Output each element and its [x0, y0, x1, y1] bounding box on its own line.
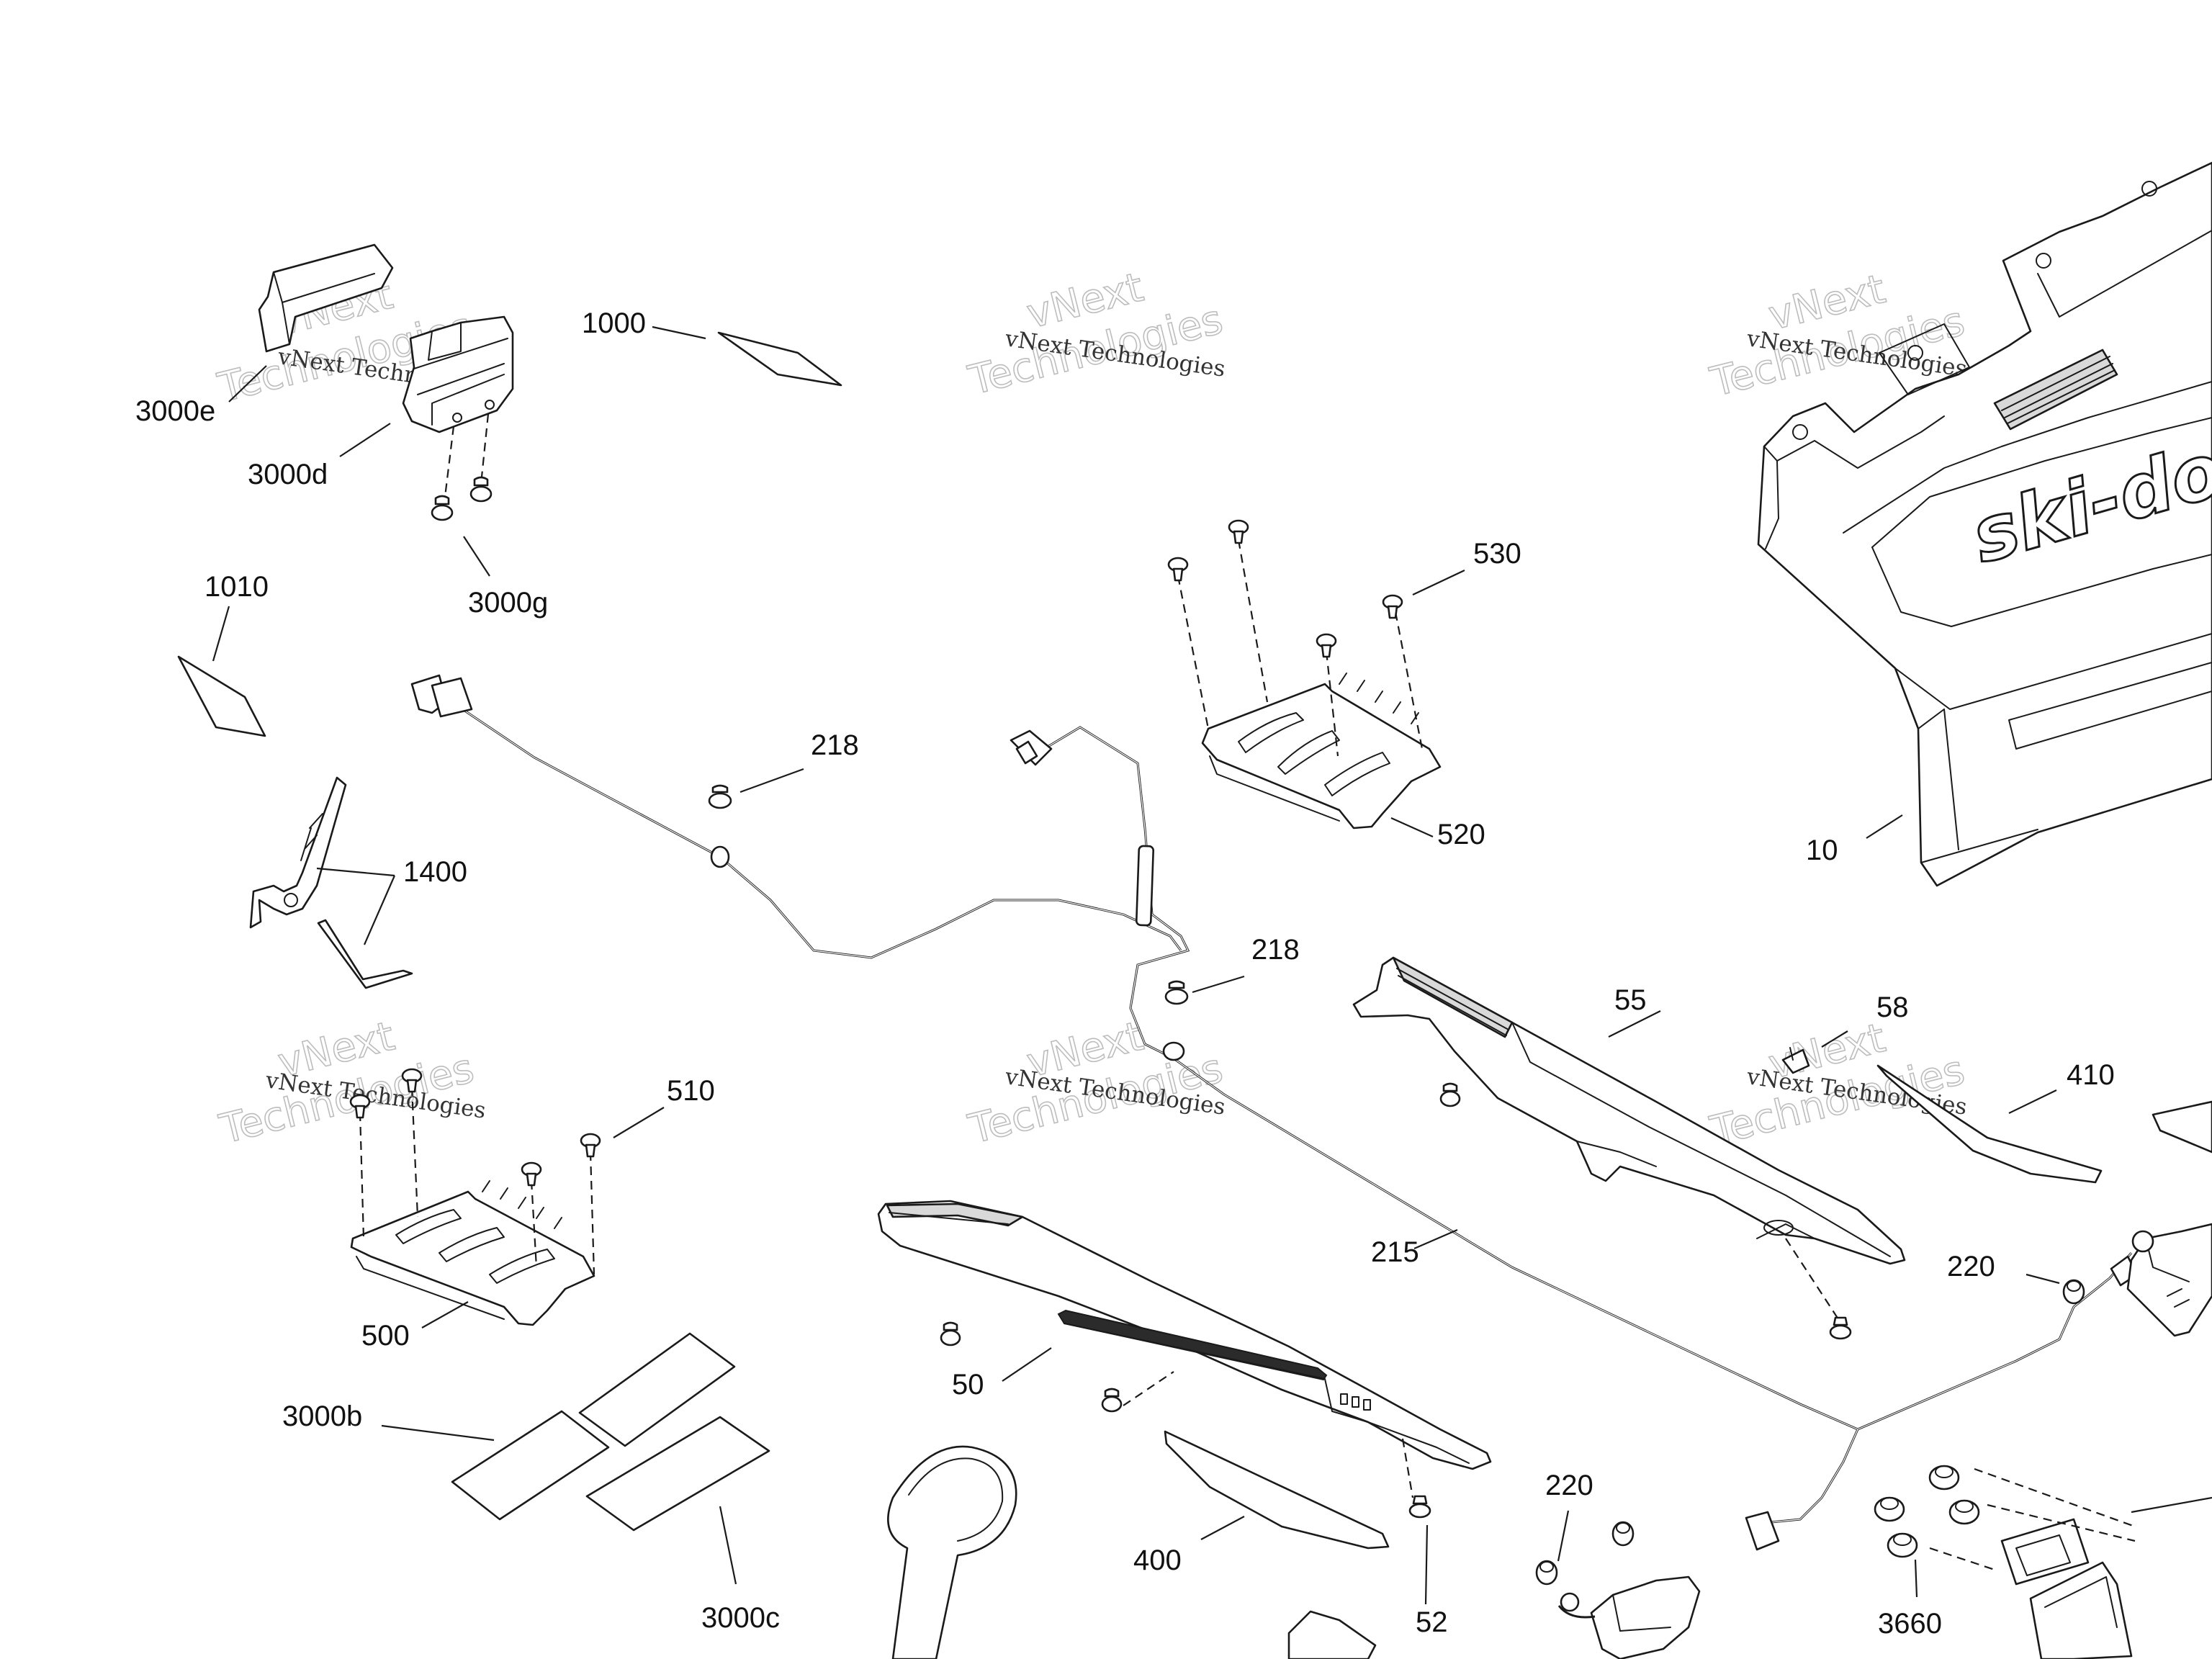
part-3000e-cap [258, 243, 394, 353]
part-1010-sticker [177, 655, 266, 737]
part-3000g-fastener-a [431, 495, 454, 521]
callout-3660: 3660 [1878, 1608, 1942, 1640]
part-400-sticker [1164, 1430, 1390, 1550]
part-410-sticker [1876, 1064, 2103, 1184]
callout-218-upper: 218 [811, 729, 859, 761]
part-218-grommet-b [1164, 980, 1189, 1005]
callout-3000d: 3000d [248, 459, 328, 490]
part-220-light-bottom [1557, 1575, 1701, 1659]
callout-220-right: 220 [1947, 1251, 1995, 1282]
dashed-line-510-b [410, 1087, 419, 1218]
part-220-grommet-bottom-b [1611, 1521, 1635, 1547]
dashed-line-50-screw [1123, 1371, 1174, 1406]
dashed-line-510-d [589, 1151, 595, 1275]
part-220-light-right [2126, 1223, 2212, 1337]
dashed-line-530-c [1325, 651, 1339, 757]
part-3000g-fastener-b [469, 476, 493, 503]
part-1400-tools [249, 776, 413, 989]
part-partial-bottom-center [1287, 1610, 1377, 1659]
part-530-screws-upper [1167, 519, 1403, 658]
callout-3000c: 3000c [701, 1602, 780, 1634]
watermark-top-right: vNext Technologies [1705, 265, 1969, 407]
part-55-lower-fastener [1829, 1316, 1852, 1340]
part-55-side-trim [1352, 956, 1906, 1265]
part-55-screw [1439, 1082, 1461, 1107]
dashed-line-510-c [530, 1180, 538, 1268]
dashed-line-530-b [1237, 539, 1269, 703]
callout-50: 50 [952, 1369, 984, 1401]
callout-500: 500 [361, 1320, 410, 1352]
dashed-line-52 [1401, 1438, 1414, 1498]
callout-1000: 1000 [582, 307, 646, 339]
watermark-top-center: vNext Technologies [963, 264, 1228, 405]
callout-510: 510 [667, 1075, 715, 1107]
part-partial-bottom-left-mirror [887, 1445, 1017, 1659]
callout-218-lower: 218 [1251, 934, 1300, 966]
part-215-wiring-harness [410, 674, 2139, 1551]
callout-220-bottom: 220 [1545, 1470, 1593, 1501]
callout-52: 52 [1416, 1606, 1448, 1638]
callout-58: 58 [1876, 992, 1909, 1023]
part-1000-sticker [717, 331, 842, 387]
part-50-screw-b [1101, 1388, 1123, 1413]
callout-55: 55 [1614, 984, 1647, 1016]
callout-520: 520 [1437, 819, 1485, 850]
dashed-line-530-d [1394, 611, 1424, 750]
callout-3000b: 3000b [282, 1401, 362, 1432]
callout-1010: 1010 [204, 571, 269, 603]
part-52-fastener [1408, 1495, 1431, 1519]
dashed-line-55-fastener [1785, 1238, 1840, 1322]
callout-530: 530 [1473, 538, 1521, 570]
part-218-grommet-a [708, 784, 732, 809]
part-10-front-panel: ski-doo [1757, 161, 2212, 887]
callout-3000g: 3000g [468, 587, 548, 619]
callout-215: 215 [1371, 1236, 1419, 1268]
part-500-plate [350, 1180, 595, 1326]
part-520-plate [1201, 673, 1442, 830]
part-58-clip [1781, 1047, 1810, 1074]
dashed-line-3000g-b [480, 413, 490, 485]
part-3000c-pad [585, 1416, 770, 1532]
callout-400: 400 [1133, 1545, 1182, 1576]
leader-lines [212, 325, 2060, 1605]
part-3000d-bracket [402, 315, 514, 433]
callout-10: 10 [1806, 835, 1838, 866]
part-50-screw-a [940, 1321, 961, 1346]
callout-3000e: 3000e [135, 395, 215, 427]
part-3000b-pads [451, 1332, 736, 1521]
watermark-mid-left: vNext Technologies [215, 1012, 479, 1154]
dashed-line-510-a [359, 1112, 365, 1239]
part-50-side-trim [877, 1200, 1492, 1470]
part-220-grommet-bottom-a [1535, 1560, 1558, 1586]
callout-410: 410 [2067, 1059, 2115, 1091]
part-220-grommet-right [2062, 1279, 2085, 1305]
callout-1400: 1400 [403, 856, 467, 888]
dashed-line-530-a [1177, 575, 1210, 729]
part-partial-right-edge [2152, 1100, 2212, 1154]
dashed-line-3000g-a [444, 426, 455, 498]
part-3660-hitch [1874, 1465, 2212, 1659]
part-510-screws-lower [349, 1068, 601, 1187]
